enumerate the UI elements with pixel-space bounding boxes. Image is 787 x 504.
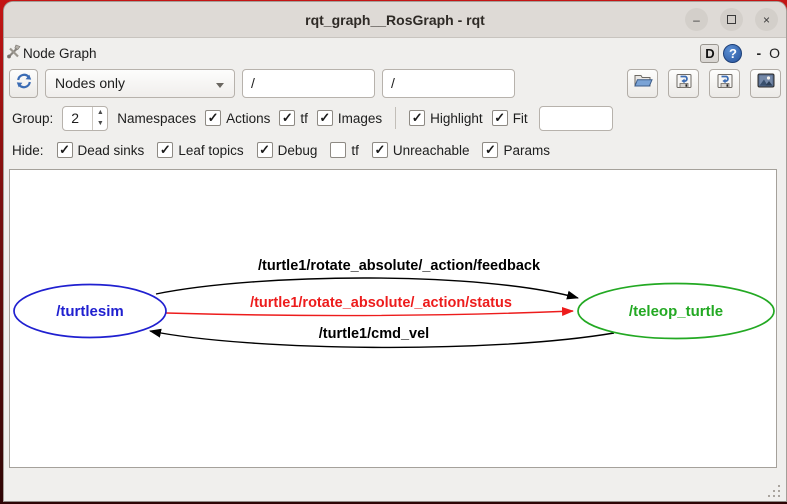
plugin-header: Node Graph D ? - O — [6, 40, 782, 66]
tools-icon — [6, 44, 21, 62]
float-plugin-button[interactable]: O — [769, 45, 780, 61]
separator — [395, 107, 397, 129]
save-image-button[interactable] — [750, 68, 781, 98]
help-icon[interactable]: ? — [723, 43, 743, 63]
node-label-turtlesim: /turtlesim — [56, 303, 124, 320]
fit-input[interactable] — [538, 105, 613, 131]
close-button[interactable]: × — [755, 8, 778, 31]
graph-type-select[interactable]: Nodes only — [45, 68, 235, 98]
group-label: Group: — [12, 110, 54, 126]
node-filter-input[interactable] — [242, 68, 375, 98]
rqt-window: rqt_graph__RosGraph - rqt – × Node Graph… — [3, 1, 787, 502]
edge-label-feedback: /turtle1/rotate_absolute/_action/feedbac… — [258, 258, 541, 274]
hide-label: Hide: — [12, 142, 44, 158]
namespaces-label: Namespaces — [117, 110, 197, 126]
group-value: 2 — [71, 110, 80, 126]
checkbox-fit[interactable]: Fit — [491, 110, 528, 126]
edge-cmd-vel[interactable] — [149, 328, 615, 349]
refresh-icon — [15, 72, 33, 95]
edge-label-cmd-vel: /turtle1/cmd_vel — [319, 326, 429, 342]
checkbox-highlight[interactable]: Highlight — [409, 110, 483, 126]
d-button[interactable]: D — [700, 43, 720, 63]
group-spinner[interactable]: 2 ▲ ▼ — [62, 105, 109, 131]
graph-type-value: Nodes only — [55, 75, 126, 91]
edge-label-status: /turtle1/rotate_absolute/_action/status — [250, 295, 512, 311]
node-turtlesim[interactable] — [13, 283, 167, 339]
title-bar[interactable]: rqt_graph__RosGraph - rqt – × — [4, 2, 786, 38]
open-folder-icon — [633, 73, 653, 94]
fit-checkbox[interactable] — [491, 110, 508, 126]
checkbox-params[interactable]: Params — [482, 142, 550, 158]
filter-row-hide: Hide: Dead sinks Leaf topics Debug tf Un… — [12, 136, 781, 164]
ros-node-graph: /turtle1/rotate_absolute/_action/feedbac… — [13, 258, 775, 349]
spinner-up-icon[interactable]: ▲ — [96, 108, 104, 116]
graph-canvas[interactable]: /turtle1/rotate_absolute/_action/feedbac… — [9, 169, 777, 468]
graph-toolbar: Nodes only — [9, 67, 781, 99]
checkbox-actions[interactable]: Actions — [205, 110, 270, 126]
checkbox-tf-show[interactable]: tf — [279, 110, 308, 126]
minimize-button[interactable]: – — [685, 8, 708, 31]
checkbox-dead-sinks[interactable]: Dead sinks — [56, 142, 144, 158]
window-title: rqt_graph__RosGraph - rqt — [305, 11, 485, 28]
save-file-icon — [716, 72, 734, 95]
edge-status[interactable] — [165, 306, 574, 317]
checkbox-unreachable[interactable]: Unreachable — [371, 142, 469, 158]
resize-grip[interactable] — [764, 481, 780, 497]
actions-checkbox[interactable] — [205, 110, 222, 126]
unreachable-checkbox[interactable] — [371, 142, 388, 158]
tf-checkbox[interactable] — [279, 110, 296, 126]
checkbox-images[interactable]: Images — [316, 110, 382, 126]
debug-checkbox[interactable] — [256, 142, 273, 158]
tf-hide-checkbox[interactable] — [330, 142, 347, 158]
checkbox-debug[interactable]: Debug — [256, 142, 317, 158]
dead-sinks-checkbox[interactable] — [56, 142, 73, 158]
save-file-icon — [675, 72, 693, 95]
maximize-button[interactable] — [720, 8, 743, 31]
chevron-down-icon — [216, 82, 224, 88]
node-teleop-turtle[interactable] — [577, 282, 775, 340]
collapse-plugin-button[interactable]: - — [756, 45, 762, 61]
spinner-down-icon[interactable]: ▼ — [96, 120, 104, 128]
image-icon — [757, 73, 775, 93]
save-svg-button[interactable] — [709, 68, 740, 98]
node-label-teleop-turtle: /teleop_turtle — [629, 303, 723, 320]
load-dot-button[interactable] — [627, 68, 658, 98]
refresh-button[interactable] — [9, 68, 38, 98]
checkbox-leaf-topics[interactable]: Leaf topics — [157, 142, 244, 158]
topic-filter-input[interactable] — [382, 68, 515, 98]
highlight-checkbox[interactable] — [409, 110, 426, 126]
save-dot-button[interactable] — [668, 68, 699, 98]
edge-feedback[interactable] — [155, 277, 579, 300]
leaf-topics-checkbox[interactable] — [157, 142, 174, 158]
plugin-title: Node Graph — [23, 45, 97, 61]
params-checkbox[interactable] — [482, 142, 499, 158]
checkbox-tf-hide[interactable]: tf — [330, 142, 359, 158]
filter-row-group: Group: 2 ▲ ▼ Namespaces Actions tf Image… — [12, 104, 781, 132]
images-checkbox[interactable] — [316, 110, 333, 126]
